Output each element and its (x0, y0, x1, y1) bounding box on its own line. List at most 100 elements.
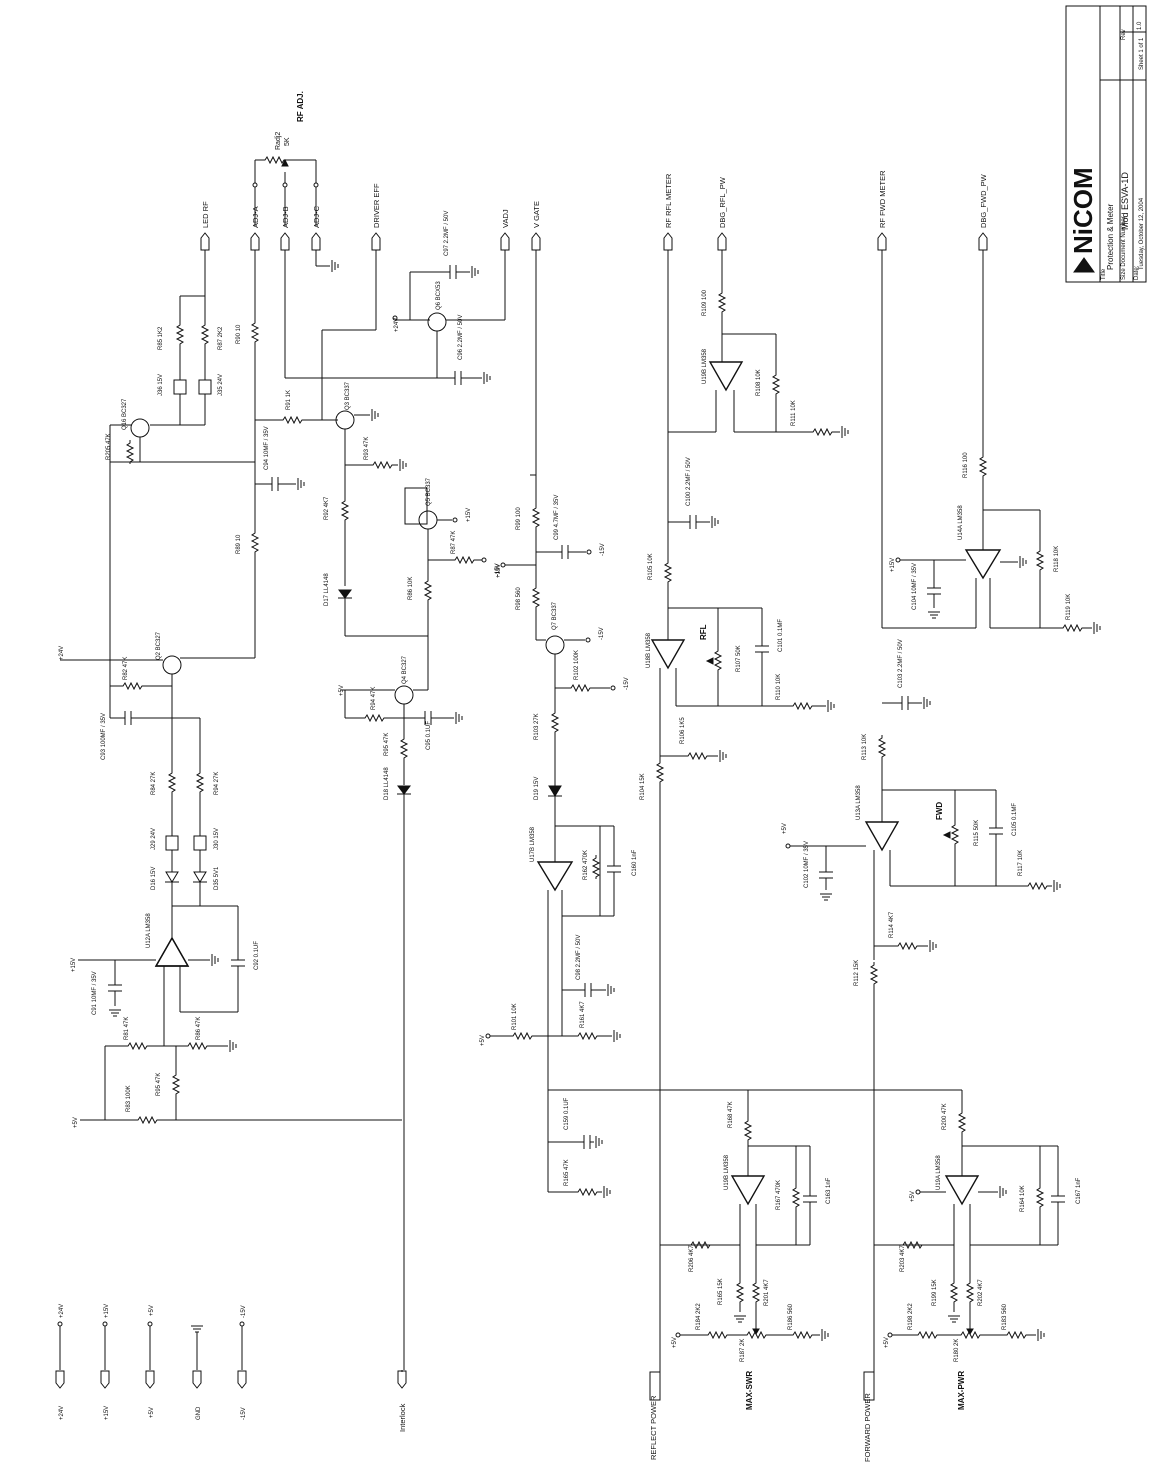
rf-adj-pot: Radj2 5K RF ADJ. (252, 91, 319, 226)
vgate-block: R99 100 C99 4.7MF / 35V -15V +15V R98 56… (480, 474, 638, 1090)
port-v-gate: V GATE (532, 201, 541, 228)
label-r89: R89 10 (236, 534, 242, 554)
label-c163: C163 1nF (826, 1177, 832, 1204)
port-vadj: VADJ (501, 209, 510, 228)
label-r95: R95 47K (156, 1073, 162, 1096)
label-r87: R87 2K2 (218, 326, 224, 350)
label-r164: R164 10K (1020, 1185, 1026, 1212)
label-5v-swr: +5V (672, 1337, 678, 1348)
label-r198: R198 2K2 (908, 1303, 914, 1330)
label-c97: C97 2.2MF / 50V (444, 211, 450, 256)
label-r165b: R165 15K (718, 1278, 724, 1305)
label-r184: R184 2K2 (696, 1303, 702, 1330)
nicom-logo-mark-icon (1073, 257, 1095, 273)
top-ports: LED RF ADJ-A ADJ-B ADJ-C DRIVER EFF VADJ… (200, 170, 988, 628)
label-r83: R83 100K (126, 1085, 132, 1112)
label-5v-q4: +5V (339, 685, 345, 696)
label-radj2-value: 5K (284, 137, 291, 146)
rail-neg15v-bottom: -15V (241, 1407, 247, 1420)
label-c104: C104 10MF / 35V (912, 563, 918, 610)
label-u19a: U19A LM358 (936, 1155, 942, 1190)
rail-gnd-bottom: GND (196, 1406, 202, 1420)
rail-24v-bottom: +24V (59, 1406, 65, 1420)
label-r200: R200 47K (942, 1103, 948, 1130)
label-r110: R110 10K (776, 674, 782, 700)
label-r165: R165 47K (564, 1159, 570, 1186)
label-r205: R205 47K (106, 433, 112, 460)
label-c103: C103 2.2MF / 50V (898, 639, 904, 688)
label-r99: R99 100 (516, 507, 522, 530)
label-u19b: U19B LM358 (702, 348, 708, 384)
left-block: R85 1K2 R87 2K2 J36 15V J35 24V Q16 BC32… (59, 295, 402, 1128)
label-r94b: R94 47K (371, 687, 377, 710)
label-c92: C92 0.1UF (254, 941, 260, 970)
label-r201: R201 4K7 (764, 1279, 770, 1306)
label-q6: Q6 BCX53 (436, 281, 442, 310)
label-c105: C105 0.1MF (1012, 803, 1018, 836)
label-c96: C96 2.2MF / 50V (458, 315, 464, 360)
port-rf-rfl-meter: RF RFL METER (664, 173, 673, 228)
revision-label: Rev (1121, 29, 1127, 40)
max-swr-block: R168 47K U19B LM358 C163 1nF R167 470K R… (660, 1090, 832, 1410)
label-r85: R85 1K2 (158, 326, 164, 350)
label-r187: R187 2K (740, 1339, 746, 1362)
label-u14a: U14A LM358 (958, 505, 964, 540)
label-neg15v-q7: -15V (599, 627, 605, 640)
label-r92: R92 4K7 (324, 496, 330, 520)
port-driver-eff: DRIVER EFF (372, 183, 381, 228)
label-c95: C95 0.1UF (426, 721, 432, 750)
label-neg15v-c99: -15V (600, 543, 606, 556)
label-u18b: U18B LM358 (646, 632, 652, 668)
rfl-block: R109 100 U19B LM358 R108 10K R111 10K C1… (640, 282, 849, 1372)
port-forward-power: FORWARD POWER (863, 1393, 872, 1462)
label-c98: C98 2.2MF / 50V (576, 935, 582, 980)
label-r102: R102 100K (574, 650, 580, 680)
label-r86: R86 47K (196, 1017, 202, 1040)
label-r119: R119 10K (1066, 594, 1072, 620)
label-r113: R113 10K (862, 734, 868, 760)
company-logo: NiCOM (1068, 167, 1098, 254)
label-c93: C93 100MF / 35V (101, 713, 107, 760)
document-number-label: Size Document Number (1121, 216, 1127, 280)
label-r103: R103 27K (534, 713, 540, 740)
label-c159: C159 0.1UF (564, 1097, 570, 1130)
label-u13a: U13A LM358 (856, 785, 862, 820)
label-c167: C167 1nF (1076, 1177, 1082, 1204)
label-d35: D35 5V1 (214, 866, 220, 890)
label-c102: C102 10MF / 35V (804, 841, 810, 888)
label-15v-r98: +15V (496, 564, 502, 578)
label-r111: R111 10K (791, 400, 797, 426)
title-label: Title (1101, 268, 1107, 280)
rail-24v-top: +24V (59, 1304, 65, 1318)
label-r183: R183 560 (1002, 1303, 1008, 1330)
label-j36: J36 15V (158, 374, 164, 396)
label-c100: C100 2.2MF / 50V (686, 457, 692, 506)
port-dbg-fwd-pw: DBG_FWD_PW (979, 173, 988, 228)
label-r104: R104 15K (640, 773, 646, 800)
port-reflect-power: REFLECT POWER (649, 1395, 658, 1460)
label-max-pwr: MAX-PWR (957, 1371, 966, 1410)
port-dbg-rfl-pw: DBG_RFL_PW (718, 176, 727, 228)
revision-value: 1.0 (1137, 21, 1143, 30)
power-rails-legend: +24V +24V +15V +15V +5V +5V GND -15V -15… (55, 1304, 247, 1420)
rail-5v-bottom: +5V (149, 1407, 155, 1418)
label-d16: D16 15V (151, 867, 157, 890)
label-d17: D17 LL4148 (324, 573, 330, 606)
label-q5: Q5 BC337 (426, 477, 432, 506)
label-5v-u19a: +5V (910, 1191, 916, 1202)
label-neg15v-r102: -15V (624, 677, 630, 690)
label-fwd: FWD (935, 802, 944, 820)
label-r112: R112 15K (854, 960, 860, 986)
sheet-title: Protection & Meter (1106, 203, 1115, 270)
sheet-label: Sheet 1 of 1 (1139, 37, 1145, 70)
label-r202: R202 4K7 (978, 1279, 984, 1306)
label-r114: R114 4K7 (889, 911, 895, 938)
rail-15v-bottom: +15V (104, 1406, 110, 1420)
rail-15v-top: +15V (104, 1304, 110, 1318)
date-value: Tuesday, October 12, 2004 (1139, 197, 1145, 270)
label-r162: R162 470K (583, 850, 589, 880)
label-24v-rail: +24V (59, 646, 65, 660)
label-d19: D19 15V (534, 777, 540, 800)
label-r105: R105 10K (648, 553, 654, 580)
